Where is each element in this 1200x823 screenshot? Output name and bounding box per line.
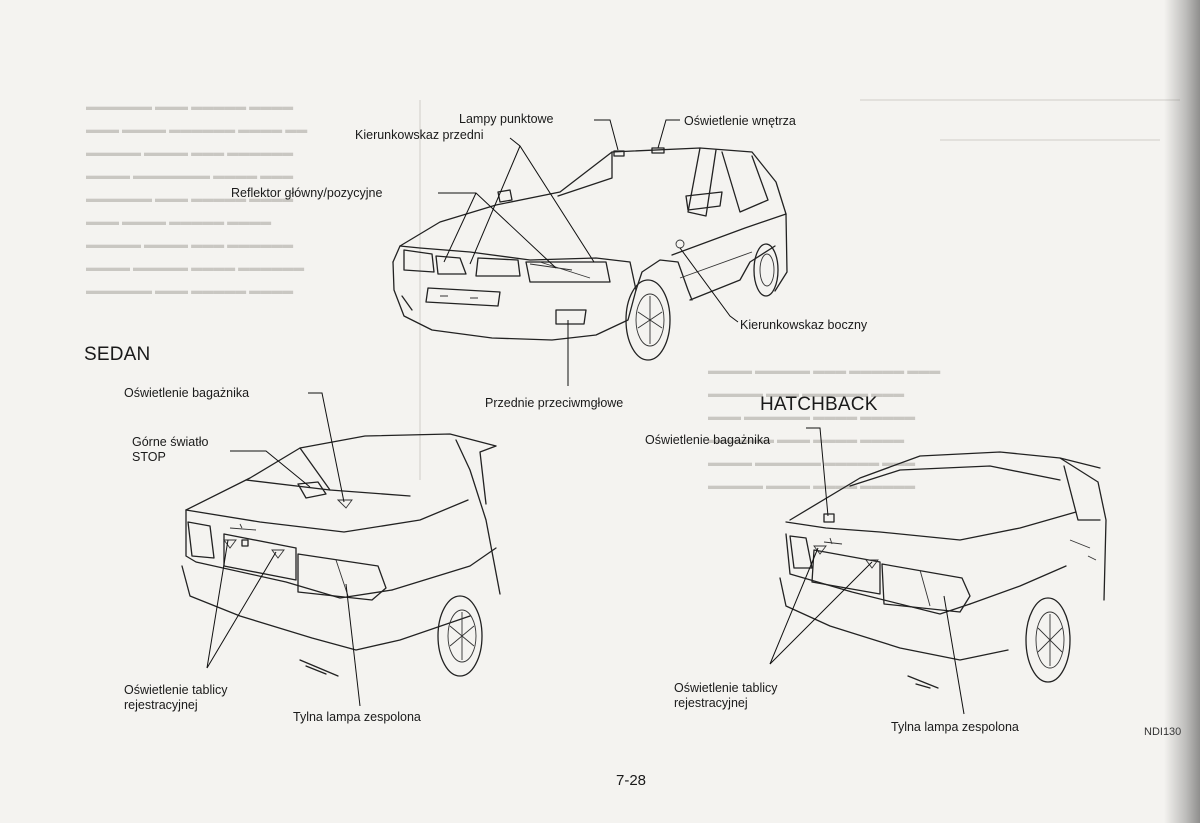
label-oswietlenie-wnetrza: Oświetlenie wnętrza <box>684 114 796 128</box>
label-hatchback-tablica-line2: rejestracyjnej <box>674 696 748 710</box>
label-przednie-przeciwmglowe: Przednie przeciwmgłowe <box>485 396 624 410</box>
label-hatchback-tylna-lampa: Tylna lampa zespolona <box>891 720 1019 734</box>
hatchback-rear-drawing <box>779 451 1107 689</box>
sedan-leaders <box>206 392 361 707</box>
bleed-through-text: ▬▬▬▬▬▬ ▬▬▬ ▬▬▬▬▬ ▬▬▬▬▬▬▬ ▬▬▬▬ ▬▬▬▬▬▬ ▬▬▬… <box>86 101 308 297</box>
label-gorne-swiatlo-line1: Górne światło <box>132 435 209 449</box>
hatchback-title: HATCHBACK <box>760 394 878 415</box>
bleed-through-text-2: ▬▬▬▬ ▬▬▬▬▬ ▬▬▬ ▬▬▬▬▬ ▬▬▬▬▬▬▬▬ ▬▬▬ ▬▬▬▬▬▬… <box>708 365 941 492</box>
hatchback-leaders <box>769 427 965 715</box>
page-number: 7-28 <box>616 772 647 789</box>
label-lampy-punktowe: Lampy punktowe <box>459 112 554 126</box>
label-gorne-swiatlo-line2: STOP <box>132 450 166 464</box>
label-hatchback-oswietlenie-bagaznika: Oświetlenie bagażnika <box>645 433 771 447</box>
label-sedan-oswietlenie-bagaznika: Oświetlenie bagażnika <box>124 386 250 400</box>
label-reflektor: Reflektor główny/pozycyjne <box>231 186 383 200</box>
label-kierunkowskaz-przedni: Kierunkowskaz przedni <box>355 128 484 142</box>
label-hatchback-tablica-line1: Oświetlenie tablicy <box>674 681 778 695</box>
front-car-leaders <box>438 119 739 386</box>
label-sedan-tylna-lampa: Tylna lampa zespolona <box>293 710 421 724</box>
label-sedan-tablica-line1: Oświetlenie tablicy <box>124 683 228 697</box>
label-kierunkowskaz-boczny: Kierunkowskaz boczny <box>740 318 868 332</box>
sedan-title: SEDAN <box>84 344 151 365</box>
page-binding-shadow <box>1164 0 1200 823</box>
label-sedan-tablica-line2: rejestracyjnej <box>124 698 198 712</box>
front-car-drawing <box>392 147 788 361</box>
sedan-rear-drawing <box>181 433 501 677</box>
